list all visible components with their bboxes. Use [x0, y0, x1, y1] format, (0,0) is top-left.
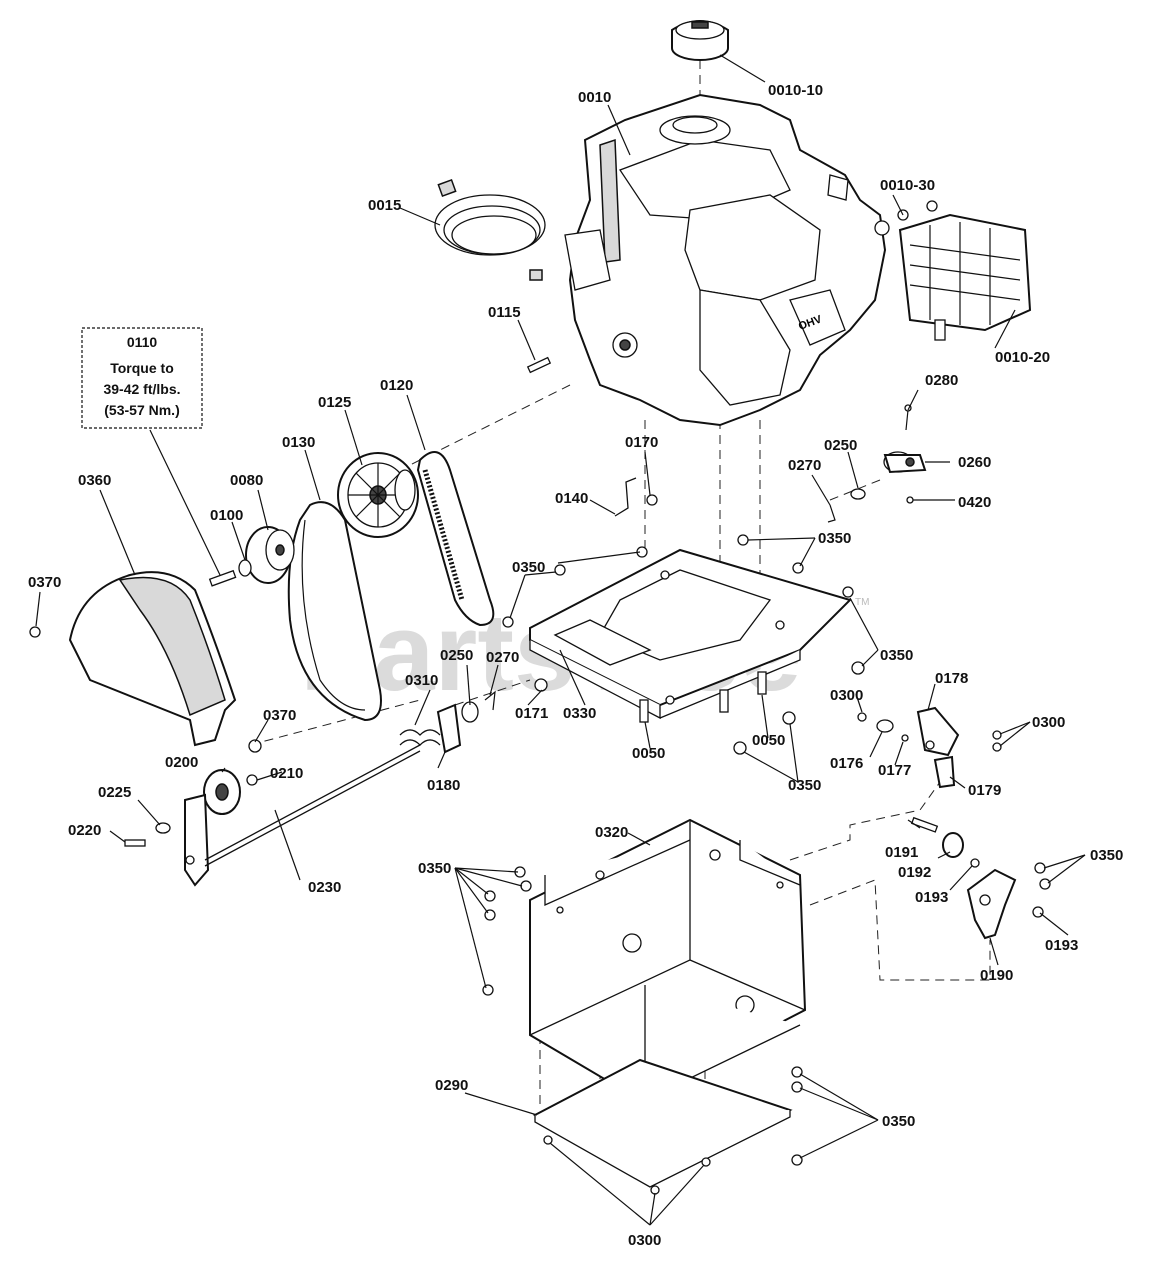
oil-cap — [671, 20, 729, 61]
idler-pulley — [124, 744, 421, 887]
callout-0120[interactable]: 0120 — [380, 377, 413, 394]
callout-0370-left[interactable]: 0370 — [28, 574, 61, 591]
callout-0080[interactable]: 0080 — [230, 472, 263, 489]
callout-0178[interactable]: 0178 — [935, 670, 968, 687]
callout-0192[interactable]: 0192 — [898, 864, 931, 881]
callout-0176[interactable]: 0176 — [830, 755, 863, 772]
belt-cover — [29, 571, 262, 753]
shaft-key — [526, 356, 552, 374]
drive-belt-0120 — [416, 451, 495, 627]
callout-0350-bracket[interactable]: 0350 — [1090, 847, 1123, 864]
callout-labels: 0010-10 0010 0010-30 0010-20 0015 0115 0… — [28, 82, 1123, 1249]
engine-assembly: OHV — [564, 93, 890, 427]
callout-0179[interactable]: 0179 — [968, 782, 1001, 799]
note-line-3: (53-57 Nm.) — [104, 402, 179, 418]
frame-bolts — [482, 866, 532, 996]
callout-0115[interactable]: 0115 — [488, 304, 521, 321]
callout-0170[interactable]: 0170 — [625, 434, 658, 451]
callout-0100[interactable]: 0100 — [210, 507, 243, 524]
callout-0310[interactable]: 0310 — [405, 672, 438, 689]
callout-0270-top[interactable]: 0270 — [788, 457, 821, 474]
callout-0050-left[interactable]: 0050 — [632, 745, 665, 762]
callout-0350-plate-right[interactable]: 0350 — [880, 647, 913, 664]
callout-0270-mid[interactable]: 0270 — [486, 649, 519, 666]
callout-0125[interactable]: 0125 — [318, 394, 351, 411]
callout-0320[interactable]: 0320 — [595, 824, 628, 841]
engine-pulley-0080 — [245, 526, 295, 584]
callout-0177[interactable]: 0177 — [878, 762, 911, 779]
washer-0250 — [850, 488, 866, 500]
callout-0193-left[interactable]: 0193 — [915, 889, 948, 906]
callout-0200[interactable]: 0200 — [165, 754, 198, 771]
trademark-mark: TM — [855, 597, 869, 608]
frame-housing — [529, 818, 807, 1102]
callout-0010[interactable]: 0010 — [578, 89, 611, 106]
callout-0300-bottom[interactable]: 0300 — [628, 1232, 661, 1249]
callout-0191[interactable]: 0191 — [885, 844, 918, 861]
callout-0330[interactable]: 0330 — [563, 705, 596, 722]
callout-0210[interactable]: 0210 — [270, 765, 303, 782]
callout-0230[interactable]: 0230 — [308, 879, 341, 896]
callout-0360[interactable]: 0360 — [78, 472, 111, 489]
bolt-washer-0100 — [208, 559, 252, 587]
pivot-arm-0260 — [883, 404, 927, 504]
auger-pulley-0125 — [337, 452, 419, 538]
pin-0270 — [827, 504, 836, 523]
callout-0015[interactable]: 0015 — [368, 197, 401, 214]
callout-0290[interactable]: 0290 — [435, 1077, 468, 1094]
callout-0300-mid[interactable]: 0300 — [830, 687, 863, 704]
callout-0260[interactable]: 0260 — [958, 454, 991, 471]
leader-lines — [35, 54, 1086, 1226]
note-line-2: 39-42 ft/lbs. — [103, 381, 180, 397]
callout-0420[interactable]: 0420 — [958, 494, 991, 511]
idler-bracket — [399, 690, 496, 754]
callout-0171[interactable]: 0171 — [515, 705, 548, 722]
rod-0140 — [614, 477, 658, 517]
muffler-guard — [897, 200, 1032, 341]
hardware-bolts — [502, 534, 865, 755]
linkage-brackets — [857, 706, 1002, 789]
callout-0140[interactable]: 0140 — [555, 490, 588, 507]
callout-0220[interactable]: 0220 — [68, 822, 101, 839]
callout-0190[interactable]: 0190 — [980, 967, 1013, 984]
callout-0250-mid[interactable]: 0250 — [440, 647, 473, 664]
callout-0130[interactable]: 0130 — [282, 434, 315, 451]
v-belt-0130 — [287, 501, 382, 722]
side-bracket — [910, 816, 1051, 940]
callout-0350-plate-left[interactable]: 0350 — [512, 559, 545, 576]
note-line-1: Torque to — [110, 360, 174, 376]
callout-0225[interactable]: 0225 — [98, 784, 131, 801]
note-part: 0110 — [127, 334, 158, 350]
callout-0350-bottom[interactable]: 0350 — [882, 1113, 915, 1130]
torque-note: 0110 Torque to 39-42 ft/lbs. (53-57 Nm.) — [81, 327, 203, 429]
callout-0370-lower[interactable]: 0370 — [263, 707, 296, 724]
mounting-plate — [529, 548, 852, 720]
callout-0350-plate-top[interactable]: 0350 — [818, 530, 851, 547]
callout-0250-top[interactable]: 0250 — [824, 437, 857, 454]
bottom-plate — [532, 1058, 803, 1195]
starter-cord — [434, 179, 546, 281]
callout-0280[interactable]: 0280 — [925, 372, 958, 389]
callout-0180[interactable]: 0180 — [427, 777, 460, 794]
callout-0300-right[interactable]: 0300 — [1032, 714, 1065, 731]
callout-0010-10[interactable]: 0010-10 — [768, 82, 823, 99]
callout-0010-30[interactable]: 0010-30 — [880, 177, 935, 194]
callout-0350-frame[interactable]: 0350 — [418, 860, 451, 877]
callout-0050-right[interactable]: 0050 — [752, 732, 785, 749]
callout-0193-right[interactable]: 0193 — [1045, 937, 1078, 954]
callout-0010-20[interactable]: 0010-20 — [995, 349, 1050, 366]
callout-0350-plate-bottom[interactable]: 0350 — [788, 777, 821, 794]
